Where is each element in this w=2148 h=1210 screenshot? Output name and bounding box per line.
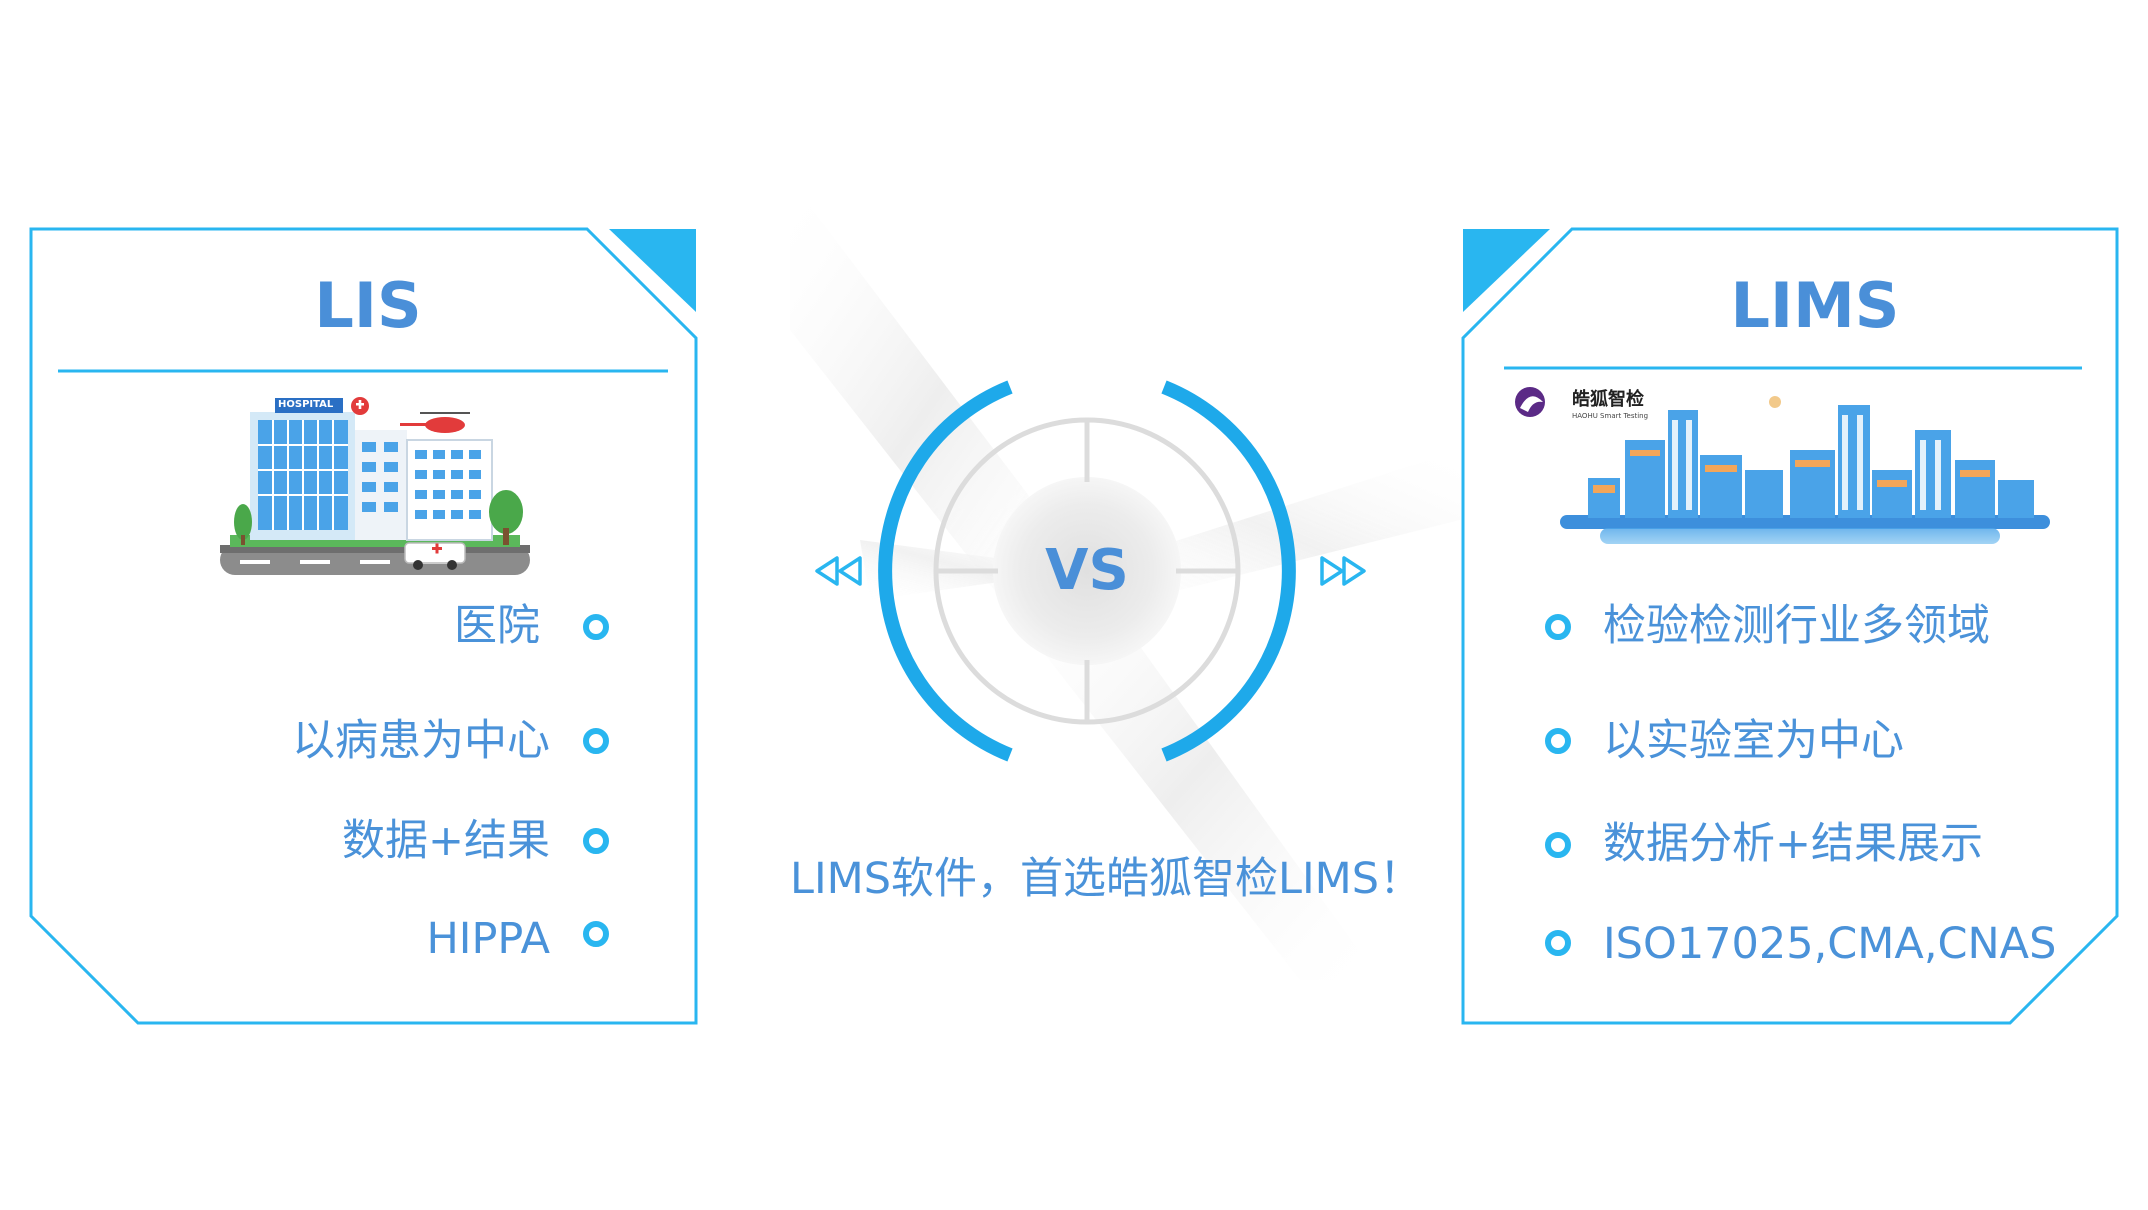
- lis-title: LIS: [314, 269, 422, 342]
- vs-target: [878, 380, 1296, 762]
- brand-tagline: HAOHU Smart Testing: [1572, 412, 1649, 420]
- lims-card-frame: [1461, 227, 2119, 1025]
- double-left-arrow-icon: [815, 556, 862, 586]
- lis-item-patient-centered: 以病患为中心: [292, 716, 550, 766]
- lims-item-multi-domain: 检验检测行业多领域: [1603, 601, 1990, 651]
- double-right-arrow-icon: [1320, 556, 1366, 586]
- city-skyline-illustration: [1515, 387, 2050, 544]
- lims-item-analysis-display: 数据分析+结果展示: [1603, 819, 1984, 869]
- lims-item-lab-centered: 以实验室为中心: [1603, 716, 1904, 766]
- lis-item-hippa: HIPPA: [426, 914, 550, 964]
- vs-label: VS: [1045, 538, 1129, 603]
- slogan: LIMS软件，首选皓狐智检LIMS！: [790, 854, 1423, 904]
- lis-item-hospital: 医院: [454, 601, 540, 651]
- hospital-sign-text: HOSPITAL: [278, 399, 334, 410]
- lims-title: LIMS: [1730, 269, 1900, 342]
- brand-name: 皓狐智检: [1572, 389, 1644, 410]
- lis-bullets: [583, 614, 609, 947]
- lims-bullets: [1545, 614, 1571, 956]
- lis-card-frame: [29, 227, 698, 1025]
- hospital-illustration: [220, 397, 530, 575]
- lis-item-data-results: 数据+结果: [341, 816, 550, 866]
- lims-item-standards: ISO17025,CMA,CNAS: [1603, 919, 2057, 969]
